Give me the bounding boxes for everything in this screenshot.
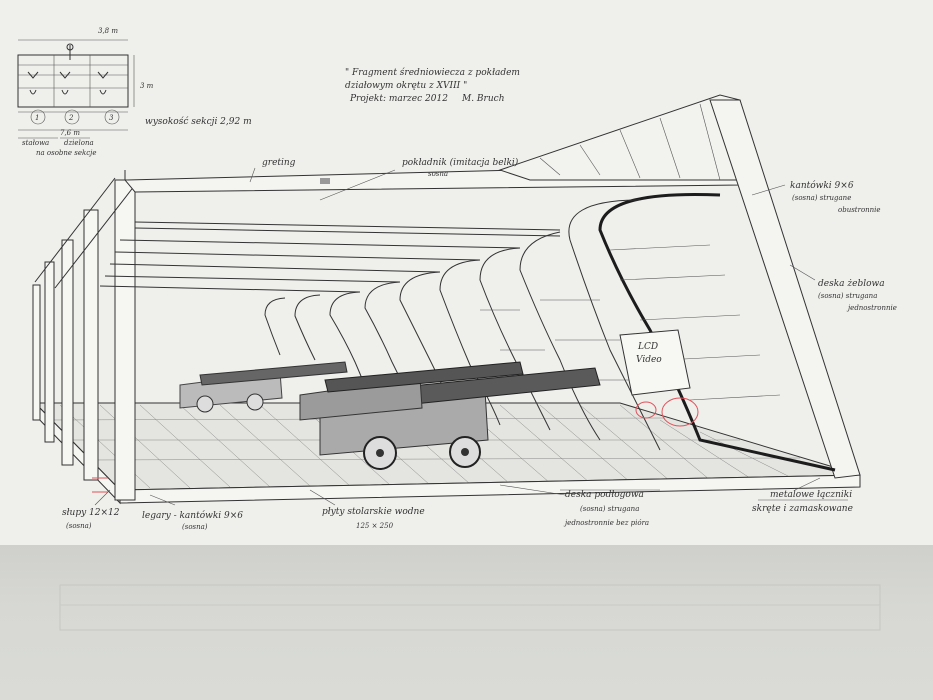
label-video: Video (636, 355, 662, 365)
deck-planks (49, 404, 801, 489)
label-metalowe-note: skręte i zamaskowane (752, 504, 853, 514)
label-legary-material: (sosna) (182, 523, 208, 531)
label-plyty: płyty stolarskie wodne (322, 507, 425, 517)
rail-fitting (320, 178, 330, 184)
inset-number-3: 3 (109, 114, 114, 122)
inset-number-2: 2 (68, 114, 74, 122)
red-markings (92, 397, 699, 493)
title-line-2: działowym okrętu z XVIII " (345, 81, 467, 91)
label-deska-podlogowa: deska podłogowa (565, 490, 644, 500)
label-kantowki-finish: obustronnie (838, 206, 881, 214)
label-slupy: słupy 12×12 (62, 508, 120, 518)
label-pokladnik: pokładnik (imitacja belki) (402, 157, 519, 168)
hull-ribs (264, 192, 836, 472)
label-lcd: LCD (637, 342, 658, 352)
label-metalowe: metalowe łączniki (770, 490, 852, 500)
cannon-back (179, 361, 348, 413)
label-deska-podlogowa-finish: jednostronnie bez pióra (563, 519, 649, 527)
inset-side-dimension: 3 m (140, 82, 154, 90)
inset-top-dimension: 3,8 m (98, 27, 118, 35)
inset-label-left: stałowa (22, 139, 49, 147)
label-plyty-size: 125 × 250 (356, 522, 394, 530)
inset-bottom-dimension: 7,6 m (60, 129, 80, 137)
left-posts (32, 170, 136, 501)
signature: M. Bruch (461, 94, 505, 104)
label-legary: legary - kantówki 9×6 (142, 510, 243, 521)
ceiling-beams (99, 221, 561, 293)
hull-planks (480, 244, 781, 401)
label-greting: greting (262, 158, 296, 168)
cannon-middle (299, 361, 524, 421)
title-line-1: " Fragment średniowiecza z pokładem (345, 67, 520, 78)
label-slupy-material: (sosna) (66, 522, 92, 530)
inset-number-1: 1 (35, 114, 39, 122)
label-deska-zeblowa-material: (sosna) strugana (818, 292, 877, 300)
label-pokladnik-material: sosna (428, 170, 448, 178)
reflection-area (59, 584, 881, 631)
label-deska-zeblowa: deska żeblowa (818, 279, 885, 289)
leader-lines (94, 167, 848, 506)
label-deska-zeblowa-finish: jednostronnie (846, 304, 897, 312)
title-line-3: Projekt: marzec 2012 (349, 94, 448, 104)
inset-caption: na osobne sekcje (36, 149, 97, 157)
inset-label-right: dzielona (64, 139, 94, 147)
inset-height-note: wysokość sekcji 2,92 m (145, 116, 252, 127)
lcd-video-screen (619, 329, 691, 396)
sheet-shadow-area (0, 545, 933, 700)
label-kantowki-material: (sosna) strugane (792, 194, 851, 202)
upper-beam-slats (539, 103, 721, 181)
label-kantowki: kantówki 9×6 (790, 180, 854, 191)
inset-sketch (17, 39, 135, 139)
ship-section-structure (32, 94, 861, 505)
cannons (179, 361, 601, 470)
label-deska-podlogowa-material: (sosna) strugana (580, 505, 639, 513)
